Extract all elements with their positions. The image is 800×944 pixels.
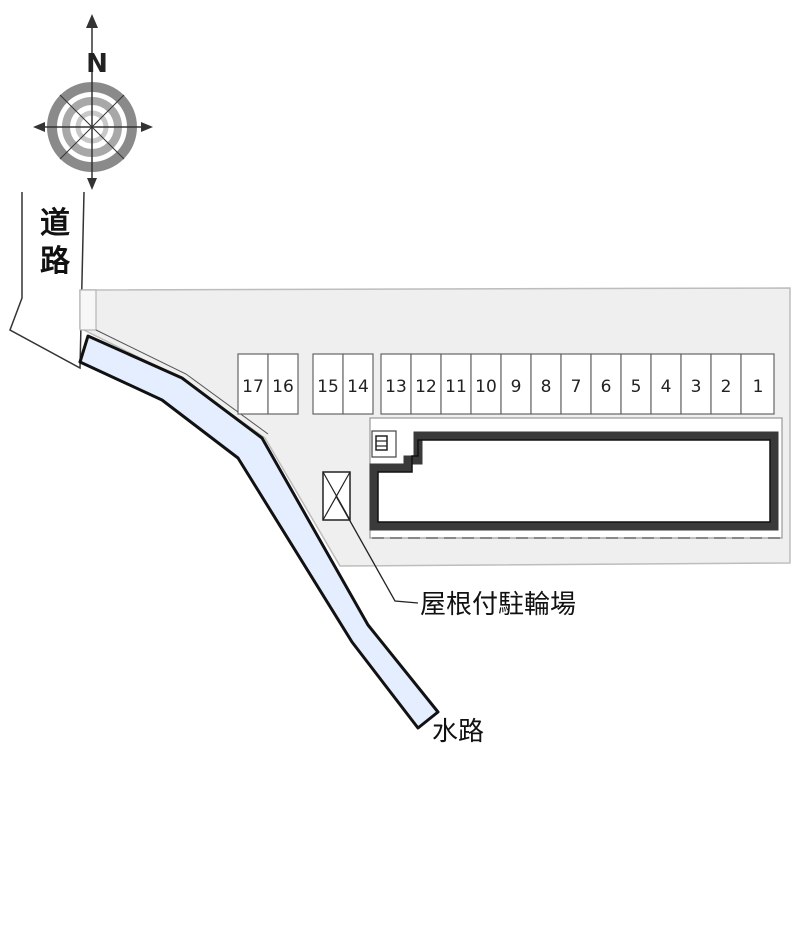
road: 道 路 [9, 191, 85, 370]
parking-slot-2: 2 [721, 377, 732, 397]
parking-area: 17 16 15 14 13 12 11 10 9 [237, 353, 775, 415]
parking-slot-3: 3 [691, 377, 702, 397]
compass-icon: N [33, 14, 153, 190]
parking-slot-4: 4 [661, 377, 672, 397]
parking-slot-13: 13 [385, 377, 407, 397]
parking-slot-5: 5 [631, 377, 642, 397]
parking-slot-12: 12 [415, 377, 437, 397]
bicycle-shelter-leader-line [335, 495, 419, 604]
parking-slot-9: 9 [511, 377, 522, 397]
lot-entrance-strip [79, 289, 97, 331]
parking-slot-15: 15 [317, 377, 339, 397]
parking-slot-group-15-14: 15 14 [312, 353, 374, 415]
parking-slot-14: 14 [347, 377, 369, 397]
parking-slot-10: 10 [475, 377, 497, 397]
bicycle-shelter-label: 屋根付駐輪場 [420, 590, 576, 620]
parking-slot-16: 16 [272, 377, 294, 397]
road-label-char-1: 道 [40, 206, 70, 241]
parking-slot-7: 7 [571, 377, 582, 397]
parking-slot-11: 11 [445, 377, 467, 397]
waterway-label: 水路 [432, 717, 484, 747]
parking-slot-17: 17 [242, 377, 264, 397]
compass-north-label: N [86, 49, 108, 79]
parking-slot-1: 1 [753, 377, 764, 397]
building [369, 417, 783, 539]
parking-slot-group-17-16: 17 16 [237, 353, 299, 415]
parking-slot-8: 8 [541, 377, 552, 397]
parking-slot-group-13-1: 13 12 11 10 9 8 7 6 5 4 3 2 1 [380, 353, 775, 415]
mailbox-icon [371, 430, 397, 458]
parking-slot-6: 6 [601, 377, 612, 397]
road-label-char-2: 路 [40, 244, 71, 279]
